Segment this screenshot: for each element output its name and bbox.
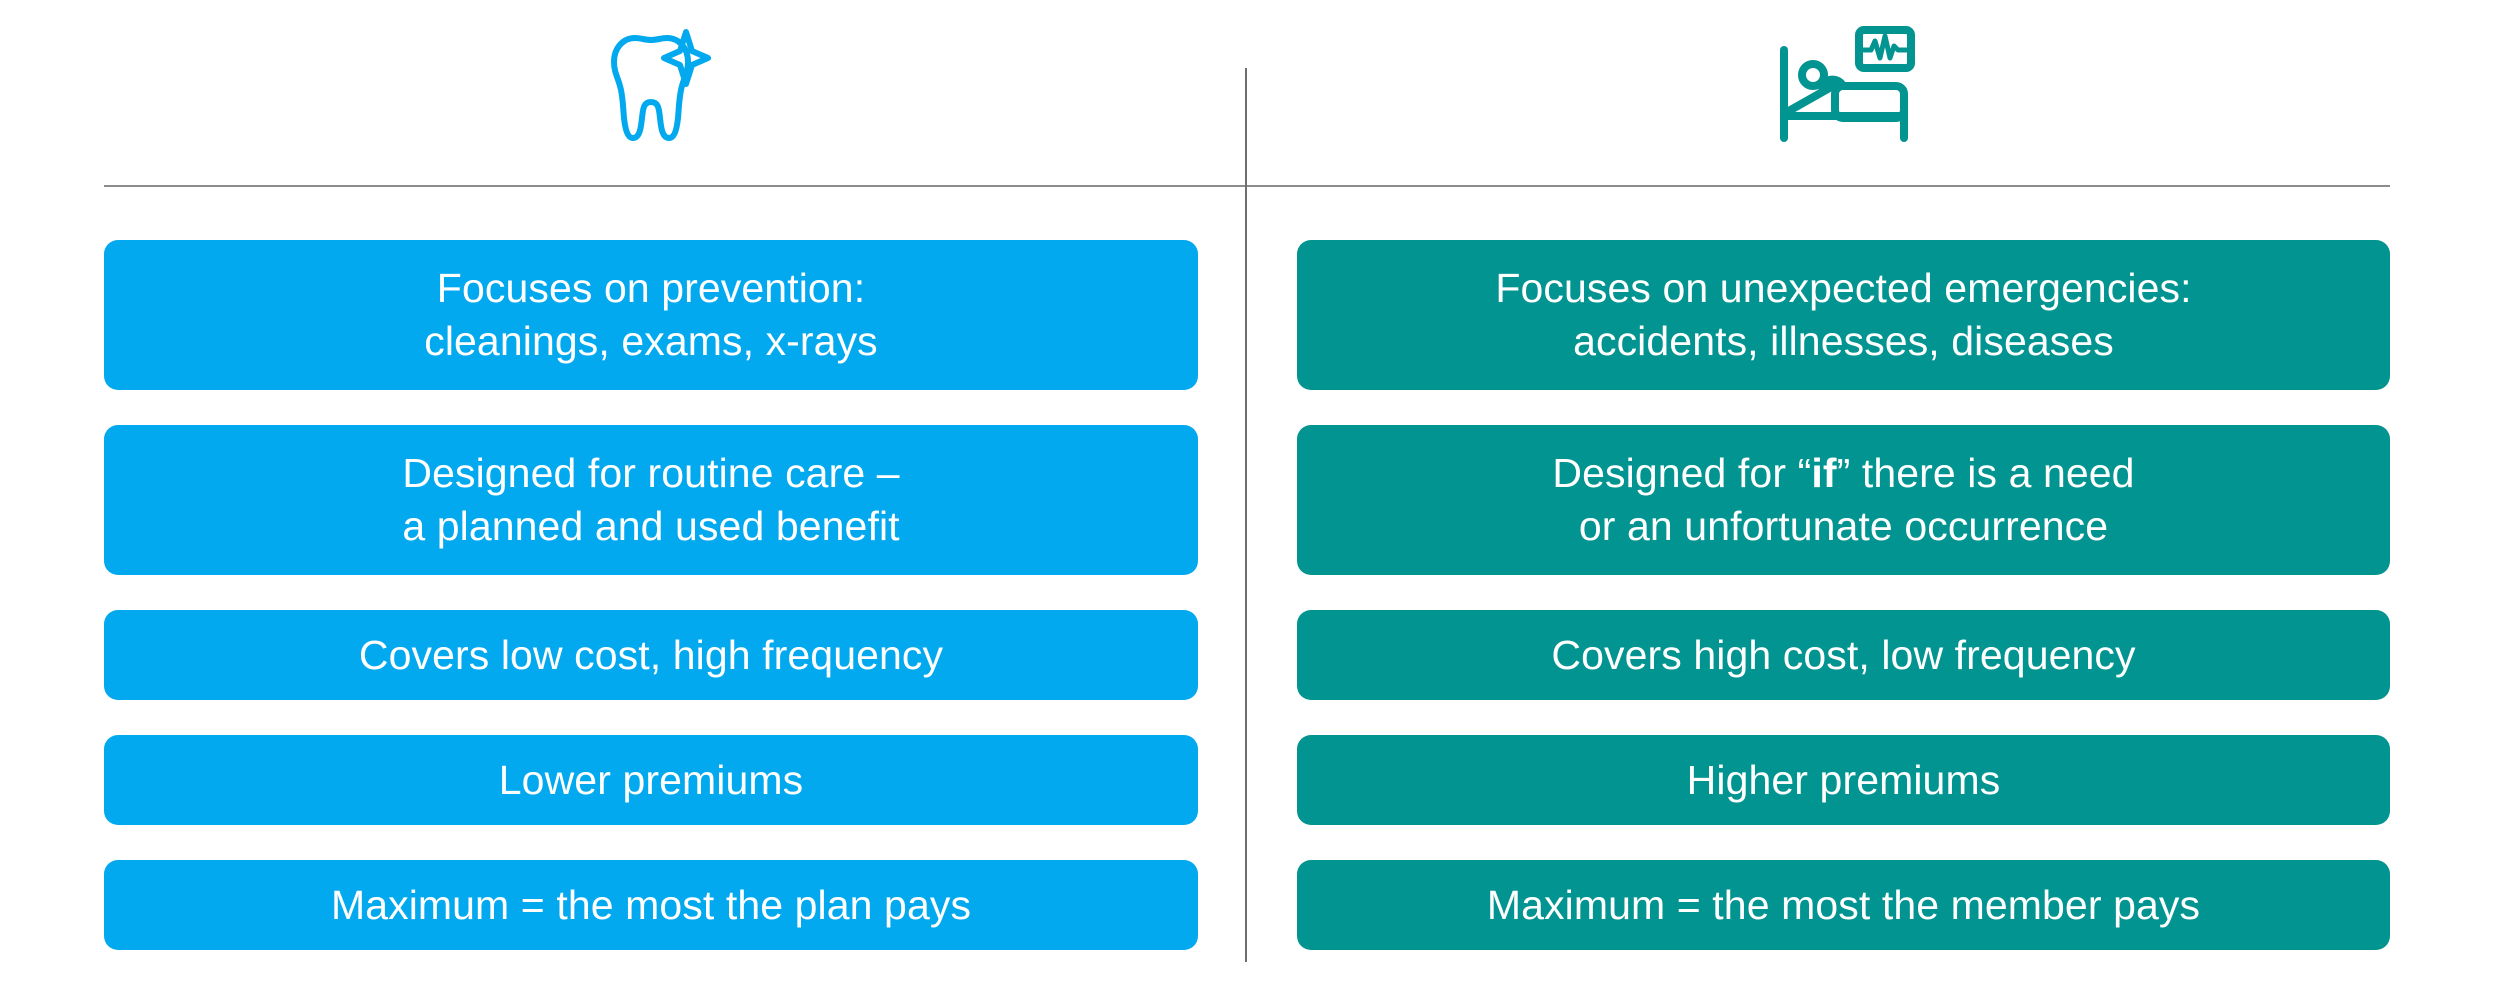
- left-pill-focus-label: Focuses on prevention: cleanings, exams,…: [424, 265, 878, 364]
- left-pill-maximum-label: Maximum = the most the plan pays: [330, 881, 972, 928]
- left-pill-premiums-label: Lower premiums: [498, 756, 804, 803]
- right-pill-design[interactable]: Designed for “if” there is a need or an …: [1297, 425, 2390, 575]
- left-pill-coverage-label: Covers low cost, high frequency: [358, 631, 944, 678]
- right-column-medical: Focuses on unexpected emergencies: accid…: [1297, 240, 2390, 950]
- left-pill-premiums[interactable]: Lower premiums: [104, 735, 1198, 825]
- right-pill-focus[interactable]: Focuses on unexpected emergencies: accid…: [1297, 240, 2390, 390]
- horizontal-divider: [104, 185, 2390, 187]
- tooth-sparkle-icon: [591, 24, 711, 152]
- right-pill-premiums-label: Higher premiums: [1686, 756, 2001, 803]
- left-pill-maximum[interactable]: Maximum = the most the plan pays: [104, 860, 1198, 950]
- right-pill-design-label: Designed for “if” there is a need or an …: [1552, 450, 2135, 549]
- icon-row: [0, 0, 2497, 185]
- right-pill-coverage-label: Covers high cost, low frequency: [1551, 631, 2136, 678]
- right-pill-design-emphasis: if: [1811, 450, 1837, 496]
- left-pill-design-label: Designed for routine care – a planned an…: [402, 450, 900, 549]
- right-pill-coverage[interactable]: Covers high cost, low frequency: [1297, 610, 2390, 700]
- left-pill-design[interactable]: Designed for routine care – a planned an…: [104, 425, 1198, 575]
- hospital-bed-patient-monitor-icon: [1771, 24, 1917, 152]
- left-column-icon-slot: [104, 0, 1198, 175]
- right-column-icon-slot: [1297, 0, 2390, 175]
- vertical-divider: [1245, 68, 1247, 962]
- right-pill-maximum-label: Maximum = the most the member pays: [1486, 881, 2201, 928]
- right-pill-maximum[interactable]: Maximum = the most the member pays: [1297, 860, 2390, 950]
- left-pill-focus[interactable]: Focuses on prevention: cleanings, exams,…: [104, 240, 1198, 390]
- right-pill-focus-label: Focuses on unexpected emergencies: accid…: [1495, 265, 2192, 364]
- left-column-dental: Focuses on prevention: cleanings, exams,…: [104, 240, 1198, 950]
- left-pill-coverage[interactable]: Covers low cost, high frequency: [104, 610, 1198, 700]
- right-pill-premiums[interactable]: Higher premiums: [1297, 735, 2390, 825]
